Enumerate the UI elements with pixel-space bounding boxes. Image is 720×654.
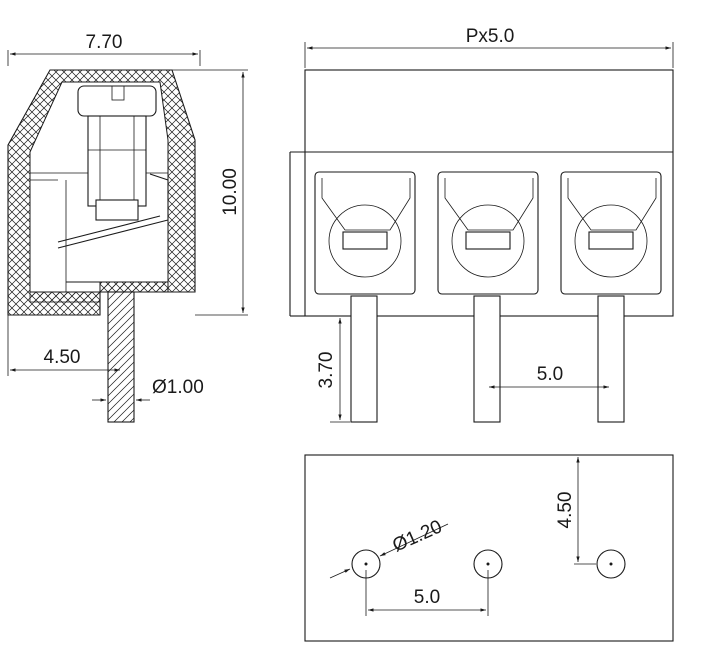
wire-entry-3 [560, 171, 662, 295]
front-pin-1 [350, 295, 378, 423]
side-pin-diameter-label: Ø1.00 [152, 377, 204, 398]
side-view: 7.70 10.00 4.50 [7, 32, 248, 423]
front-pin-2 [473, 295, 501, 423]
pcb-outline [304, 454, 674, 642]
pcb-layout: Ø1.20 5.0 4.50 [304, 454, 674, 642]
side-offset-label: 4.50 [44, 347, 81, 368]
pcb-hole-offset-label: 4.50 [555, 492, 576, 529]
pcb-hole-diameter-label: Ø1.20 [389, 516, 445, 556]
wire-entry-1 [314, 171, 416, 295]
front-pin-spacing-label: 5.0 [537, 364, 563, 385]
pcb-hole-3 [596, 549, 626, 579]
side-width-label: 7.70 [86, 32, 123, 53]
front-view: Px5.0 3. [289, 26, 674, 423]
wire-entry-2 [437, 171, 539, 295]
front-pitch-label: Px5.0 [466, 26, 515, 47]
front-pin-length-label: 3.70 [316, 352, 337, 389]
front-pin-3 [597, 295, 625, 423]
pcb-hole-spacing-label: 5.0 [414, 587, 440, 608]
front-body [304, 69, 674, 317]
side-pin [107, 291, 135, 423]
side-height-label: 10.00 [220, 168, 241, 216]
